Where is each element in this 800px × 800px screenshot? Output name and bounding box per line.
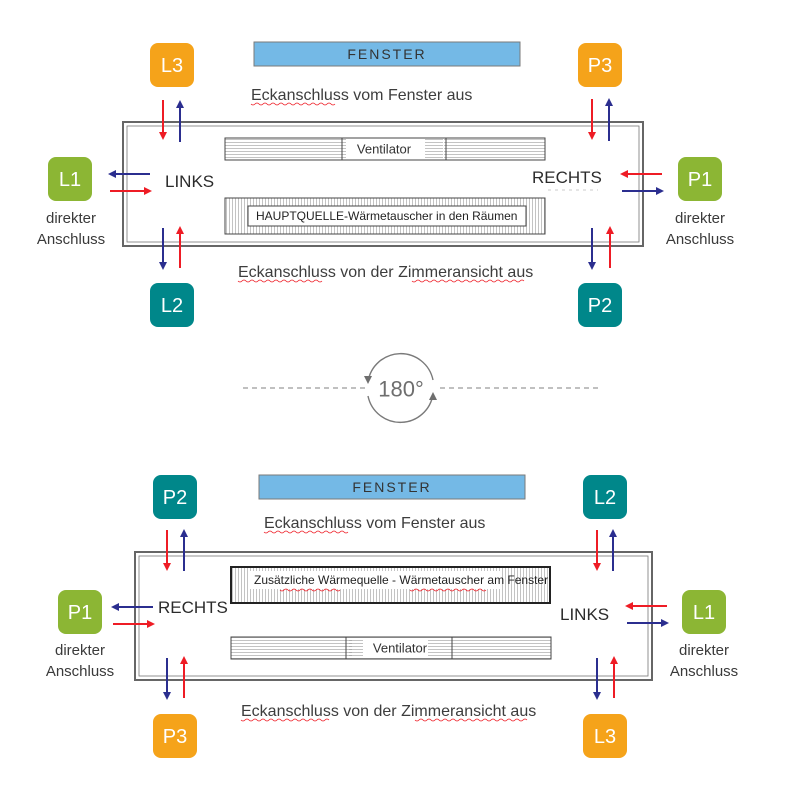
badge-label: L1 — [693, 602, 715, 624]
badge-label: L3 — [594, 726, 616, 748]
badge-label: P3 — [163, 726, 187, 748]
top-diagram: FENSTER Eckanschluss vom Fenster aus Ven… — [37, 41, 734, 327]
bottom-side-right-label: LINKS — [560, 605, 609, 624]
spellcheck-underline — [263, 530, 349, 534]
badge-label: L1 — [59, 169, 81, 191]
bottom-ventilator: Ventilator — [230, 636, 552, 660]
spellcheck-underline — [409, 588, 487, 592]
top-heat-exchanger: HAUPTQUELLE-Wärmetauscher in den Räumen — [224, 197, 546, 235]
badge-bottom-left[interactable]: L2 — [150, 283, 194, 327]
rotation-label: 180° — [378, 377, 424, 402]
top-unit-frame-outer — [122, 121, 644, 247]
badge-mid-right[interactable]: P1 — [678, 157, 722, 201]
rotation-indicator: 180° — [243, 352, 602, 424]
badge-mid-right[interactable]: L1 — [682, 590, 726, 634]
badge-label: P2 — [588, 295, 612, 317]
top-side-right-label: RECHTS — [532, 168, 602, 187]
top-fenster-bar — [253, 41, 521, 67]
badge-label: L2 — [594, 487, 616, 509]
top-caption-room-view: Eckanschluss von der Zimmeransicht aus — [238, 264, 533, 281]
spellcheck-underline — [414, 718, 528, 722]
spellcheck-underline — [250, 102, 336, 106]
top-direct-right-line1: direkter — [675, 210, 725, 227]
top-ventilator: Ventilator — [224, 137, 546, 161]
top-ventilator-label: Ventilator — [357, 142, 412, 157]
spellcheck-underline — [411, 279, 525, 283]
badge-top-right[interactable]: L2 — [583, 475, 627, 519]
spellcheck-underline — [240, 718, 330, 722]
top-direct-right-line2: Anschluss — [666, 231, 734, 248]
badge-label: P2 — [163, 487, 187, 509]
rotate-arrowhead — [364, 376, 372, 384]
top-caption-window-view: Eckanschluss vom Fenster aus — [251, 87, 472, 104]
badge-label: L2 — [161, 295, 183, 317]
bottom-caption-room-view: Eckanschluss von der Zimmeransicht aus — [241, 703, 536, 720]
bottom-heat-exchanger-label: Zusätzliche Wärmequelle - Wärmetauscher … — [254, 573, 548, 587]
bottom-direct-left-line1: direkter — [55, 642, 105, 659]
bottom-direct-right-line2: Anschluss — [670, 663, 738, 680]
bottom-fenster-label: FENSTER — [352, 479, 431, 495]
badge-bottom-right[interactable]: L3 — [583, 714, 627, 758]
bottom-direct-right-line1: direkter — [679, 642, 729, 659]
badge-label: P1 — [68, 602, 92, 624]
rotate-arrow-icon — [367, 393, 434, 424]
top-side-left-label: LINKS — [165, 172, 214, 191]
rotate-arrowhead — [429, 392, 437, 400]
badge-bottom-left[interactable]: P3 — [153, 714, 197, 758]
badge-label: L3 — [161, 55, 183, 77]
badge-mid-left[interactable]: L1 — [48, 157, 92, 201]
badge-label: P3 — [588, 55, 612, 77]
badge-top-left[interactable]: L3 — [150, 43, 194, 87]
bottom-fenster-bar — [258, 474, 526, 500]
bottom-unit-frame-outer — [134, 551, 653, 681]
bottom-side-left-label: RECHTS — [158, 598, 228, 617]
spellcheck-underline — [279, 588, 341, 592]
bottom-ventilator-label: Ventilator — [373, 641, 428, 656]
top-direct-left-line2: Anschluss — [37, 231, 105, 248]
bottom-caption-window-view: Eckanschluss vom Fenster aus — [264, 515, 485, 532]
bottom-heat-exchanger: Zusätzliche Wärmequelle - Wärmetauscher … — [230, 566, 551, 604]
top-heat-exchanger-label: HAUPTQUELLE-Wärmetauscher in den Räumen — [256, 209, 517, 223]
bottom-direct-left-line2: Anschluss — [46, 663, 114, 680]
top-fenster-label: FENSTER — [347, 46, 426, 62]
badge-top-right[interactable]: P3 — [578, 43, 622, 87]
top-direct-left-line1: direkter — [46, 210, 96, 227]
badge-top-left[interactable]: P2 — [153, 475, 197, 519]
badge-bottom-right[interactable]: P2 — [578, 283, 622, 327]
rotate-arrow-icon — [367, 352, 434, 383]
badge-mid-left[interactable]: P1 — [58, 590, 102, 634]
badge-label: P1 — [688, 169, 712, 191]
bottom-diagram: FENSTER Eckanschluss vom Fenster aus Zus… — [46, 474, 738, 758]
spellcheck-underline — [237, 279, 323, 283]
